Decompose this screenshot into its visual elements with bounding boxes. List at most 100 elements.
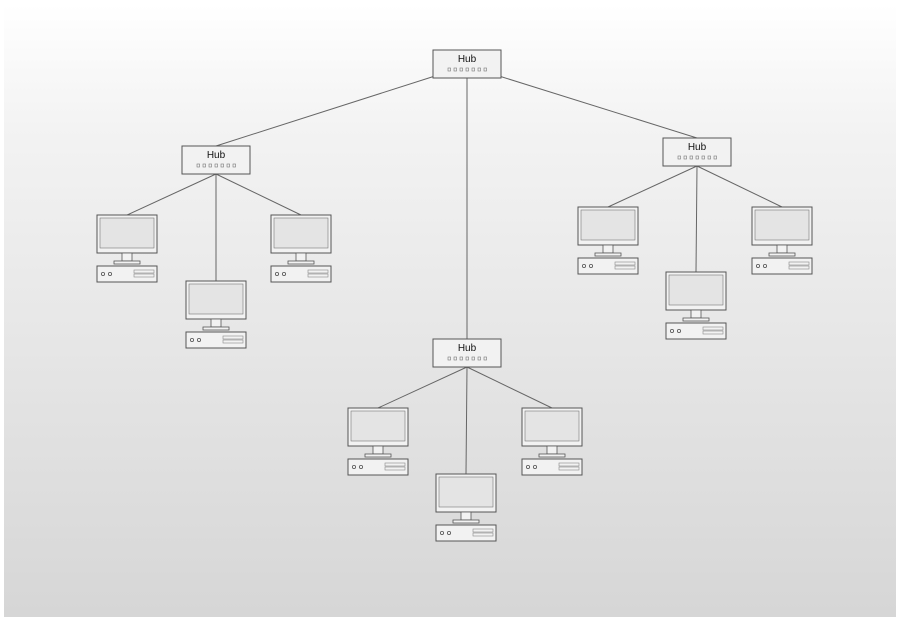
hub-body: [181, 145, 251, 175]
monitor-base: [287, 260, 315, 265]
drive-bay: [702, 330, 724, 335]
monitor-stand: [460, 511, 472, 521]
monitor-screen: [754, 209, 810, 241]
drive-bay: [133, 269, 155, 274]
hub-port: [483, 356, 487, 361]
desktop-computer-icon: [270, 214, 332, 283]
connection-line: [607, 165, 698, 208]
connection-line: [126, 173, 217, 216]
connection-line: [377, 366, 468, 409]
monitor-base: [452, 519, 480, 524]
hub-port: [477, 356, 481, 361]
unit-button: [446, 531, 451, 536]
drive-bay: [472, 532, 494, 537]
drive-bay: [558, 466, 580, 471]
monitor-stand: [121, 252, 133, 262]
hub-port: [202, 163, 206, 168]
drive-bay: [307, 273, 329, 278]
network-hub-icon: Hub: [662, 137, 732, 167]
hub-port: [471, 356, 475, 361]
hub-port: [459, 67, 463, 72]
drive-bay: [472, 528, 494, 533]
connection-line: [215, 75, 436, 147]
drive-bay: [614, 261, 636, 266]
unit-button: [351, 464, 356, 469]
desktop-computer-icon: [751, 206, 813, 275]
unit-button: [108, 271, 113, 276]
drive-bay: [614, 265, 636, 270]
network-hub-icon: Hub: [432, 49, 502, 79]
hub-port: [689, 155, 693, 160]
unit-button: [274, 271, 279, 276]
hub-port: [695, 155, 699, 160]
monitor-stand: [372, 445, 384, 455]
monitor-base: [364, 453, 392, 458]
unit-button: [189, 337, 194, 342]
diagram-canvas: [4, 4, 896, 617]
unit-button: [439, 531, 444, 536]
connection-line: [498, 75, 698, 139]
hub-port: [707, 155, 711, 160]
monitor-stand: [602, 244, 614, 254]
hub-port: [232, 163, 236, 168]
hub-port: [477, 67, 481, 72]
monitor-base: [202, 326, 230, 331]
hub-body: [432, 49, 502, 79]
monitor-screen: [524, 410, 580, 442]
hub-port: [459, 356, 463, 361]
unit-button: [358, 464, 363, 469]
monitor-screen: [668, 274, 724, 306]
unit-button: [670, 328, 675, 333]
monitor-screen: [273, 217, 329, 249]
hub-label: Hub: [458, 54, 477, 65]
hub-port: [453, 67, 457, 72]
monitor-screen: [580, 209, 636, 241]
desktop-computer-icon: [665, 271, 727, 340]
desktop-computer-icon: [185, 280, 247, 349]
drive-bay: [558, 462, 580, 467]
drive-bay: [222, 339, 244, 344]
hub-port: [220, 163, 224, 168]
monitor-screen: [350, 410, 406, 442]
monitor-stand: [546, 445, 558, 455]
monitor-screen: [438, 476, 494, 508]
network-hub-icon: Hub: [181, 145, 251, 175]
drive-bay: [788, 261, 810, 266]
monitor-base: [682, 317, 710, 322]
hub-label: Hub: [688, 142, 707, 153]
desktop-computer-icon: [521, 407, 583, 476]
drive-bay: [133, 273, 155, 278]
unit-button: [533, 464, 538, 469]
hub-port: [447, 356, 451, 361]
hub-port: [701, 155, 705, 160]
desktop-computer-icon: [96, 214, 158, 283]
drive-bay: [222, 335, 244, 340]
unit-button: [281, 271, 286, 276]
monitor-stand: [776, 244, 788, 254]
monitor-stand: [210, 318, 222, 328]
hub-port: [196, 163, 200, 168]
connection-line: [466, 366, 553, 409]
hub-port: [677, 155, 681, 160]
unit-button: [763, 263, 768, 268]
drive-bay: [307, 269, 329, 274]
hub-body: [662, 137, 732, 167]
hub-port: [683, 155, 687, 160]
hub-port: [465, 356, 469, 361]
hub-port: [453, 356, 457, 361]
monitor-screen: [99, 217, 155, 249]
hub-port: [208, 163, 212, 168]
unit-button: [196, 337, 201, 342]
monitor-stand: [690, 309, 702, 319]
hub-port: [226, 163, 230, 168]
drive-bay: [384, 466, 406, 471]
hub-port: [713, 155, 717, 160]
connector-layer: [126, 75, 783, 475]
drive-bay: [702, 326, 724, 331]
unit-button: [756, 263, 761, 268]
monitor-base: [113, 260, 141, 265]
hub-port: [465, 67, 469, 72]
desktop-computer-icon: [577, 206, 639, 275]
hub-label: Hub: [207, 150, 226, 161]
